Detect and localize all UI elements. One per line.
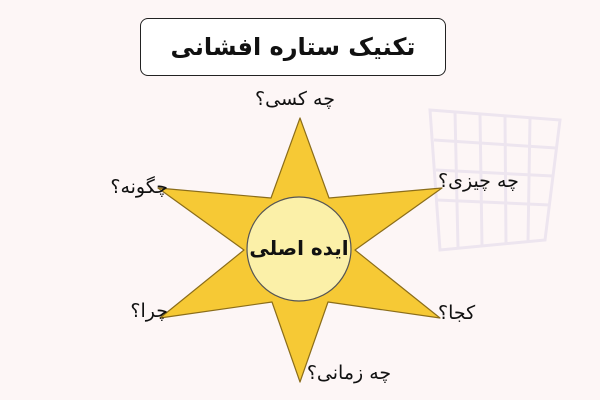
center-circle: [246, 196, 352, 302]
title-box: تکنیک ستاره افشانی: [140, 18, 446, 76]
question-who: چه کسی؟: [255, 88, 335, 110]
question-where: کجا؟: [438, 302, 476, 324]
question-how: چگونه؟: [110, 176, 168, 198]
page-title: تکنیک ستاره افشانی: [170, 33, 416, 61]
question-what: چه چیزی؟: [438, 170, 519, 192]
question-when: چه زمانی؟: [306, 362, 392, 384]
center-idea-label: ایده اصلی: [249, 236, 349, 260]
question-why: چرا؟: [130, 300, 168, 322]
